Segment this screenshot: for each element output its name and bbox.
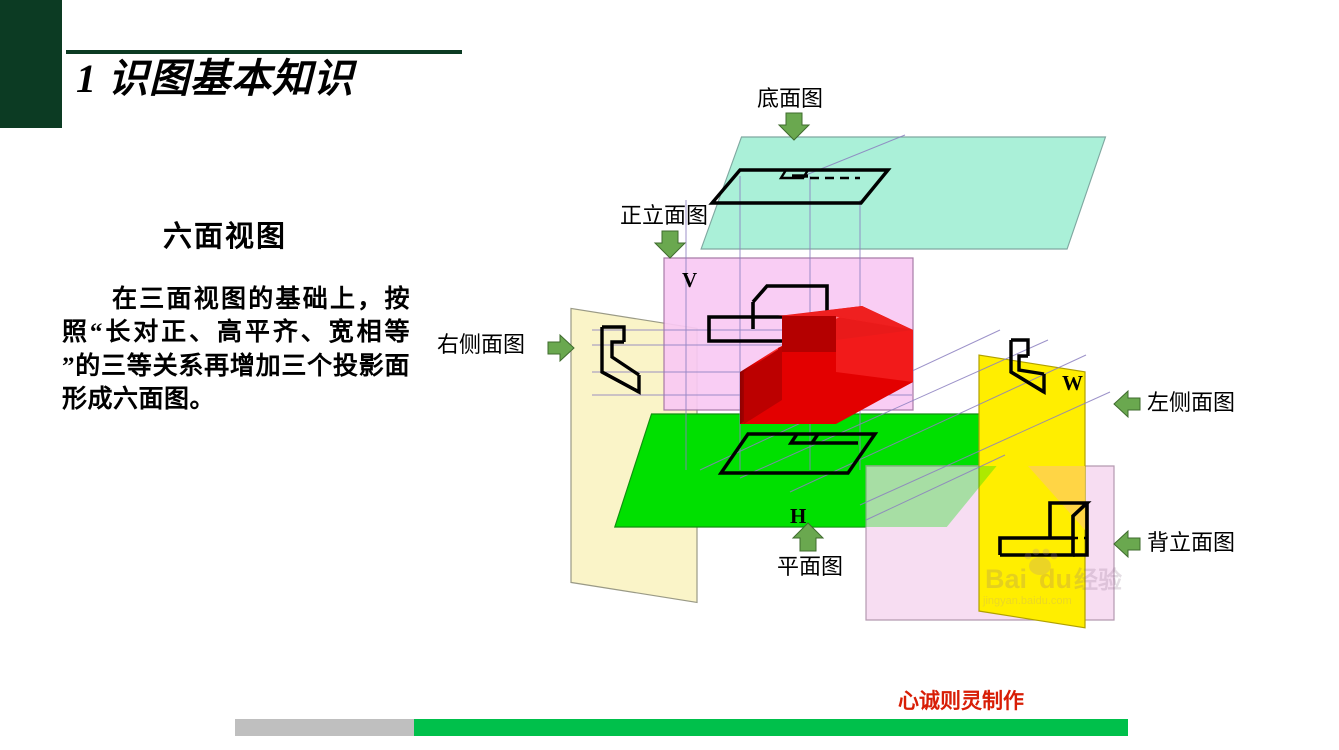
plane-letter-h: H [790,504,807,528]
svg-text:jingyan.baidu.com: jingyan.baidu.com [982,595,1072,607]
label-bottom-view: 底面图 [757,86,824,111]
label-top-view: 平面图 [777,554,844,579]
plane-left-view-yellow-wedge [1028,466,1085,530]
projected-view-top [717,432,879,475]
body-paragraph: 在三面视图的基础上，按照“长对正、高平齐、宽相等 ”的三等关系再增加三个投影面形… [62,286,410,413]
label-back-view: 背立面图 [1147,530,1236,555]
svg-text:经验: 经验 [1074,566,1122,594]
plane-bottom-view-cyan [700,136,1107,250]
projected-view-back [998,501,1092,557]
svg-text:Bai: Bai [985,564,1027,594]
plane-green-overlap [812,466,997,527]
arrow-back-view-left [1113,529,1141,559]
progress-bar-fill [413,719,1128,736]
footer-credit-text: 心诚则灵制作 [898,689,1024,713]
arrow-right-view-right [547,333,575,363]
title-accent-block [0,0,62,128]
baidu-watermark: Bai du 经验 jingyan.baidu.com [982,548,1122,607]
projected-view-bottom-detail [778,169,810,180]
svg-text:du: du [1039,564,1072,594]
section-heading: 六面视图 [163,221,288,253]
plane-left-view-yellow [978,354,1086,629]
arrow-front-view-down [653,230,687,259]
title-underline-rule [66,50,462,54]
label-front-view: 正立面图 [620,203,709,228]
red-solid-shape [744,306,913,424]
label-left-view: 左侧面图 [1147,390,1236,415]
page-title-text: 识图基本知识 [108,56,354,101]
label-right-view: 右侧面图 [437,332,526,357]
arrow-bottom-view-down [777,112,811,141]
arrow-left-view-left [1113,389,1141,419]
plane-letter-v: V [682,268,698,292]
page-title: 1 识图基本知识 [76,56,354,102]
projected-view-left [1009,338,1046,396]
arrow-top-view-up [791,522,825,552]
projected-view-right [600,325,641,395]
progress-bar-track[interactable] [235,719,1128,736]
plane-letter-w: W [1062,371,1083,395]
page-title-number: 1 [76,56,97,101]
